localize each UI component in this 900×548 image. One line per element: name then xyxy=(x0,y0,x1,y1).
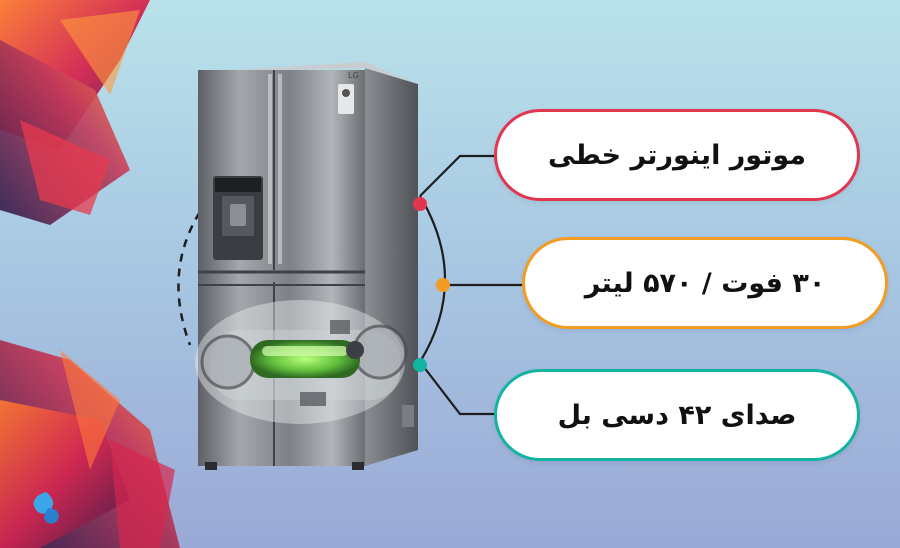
feature-1-marker xyxy=(413,197,427,211)
feature-2-label: ۳۰ فوت / ۵۷۰ لیتر xyxy=(584,267,826,299)
linear-inverter-motor-image xyxy=(195,300,408,424)
feature-linear-inverter-motor: موتور اینورتر خطی xyxy=(494,109,860,201)
feature-3-marker xyxy=(413,358,427,372)
feature-3-label: صدای ۴۲ دسی بل xyxy=(557,399,797,431)
feature-noise-level: صدای ۴۲ دسی بل xyxy=(494,369,860,461)
feature-2-marker xyxy=(436,278,450,292)
top-left-art xyxy=(0,0,150,225)
brand-label: LG xyxy=(348,71,359,80)
feature-1-label: موتور اینورتر خطی xyxy=(548,139,806,171)
feature-capacity: ۳۰ فوت / ۵۷۰ لیتر xyxy=(522,237,888,329)
brand-logo-icon xyxy=(33,492,59,524)
bottom-left-art xyxy=(0,340,180,548)
